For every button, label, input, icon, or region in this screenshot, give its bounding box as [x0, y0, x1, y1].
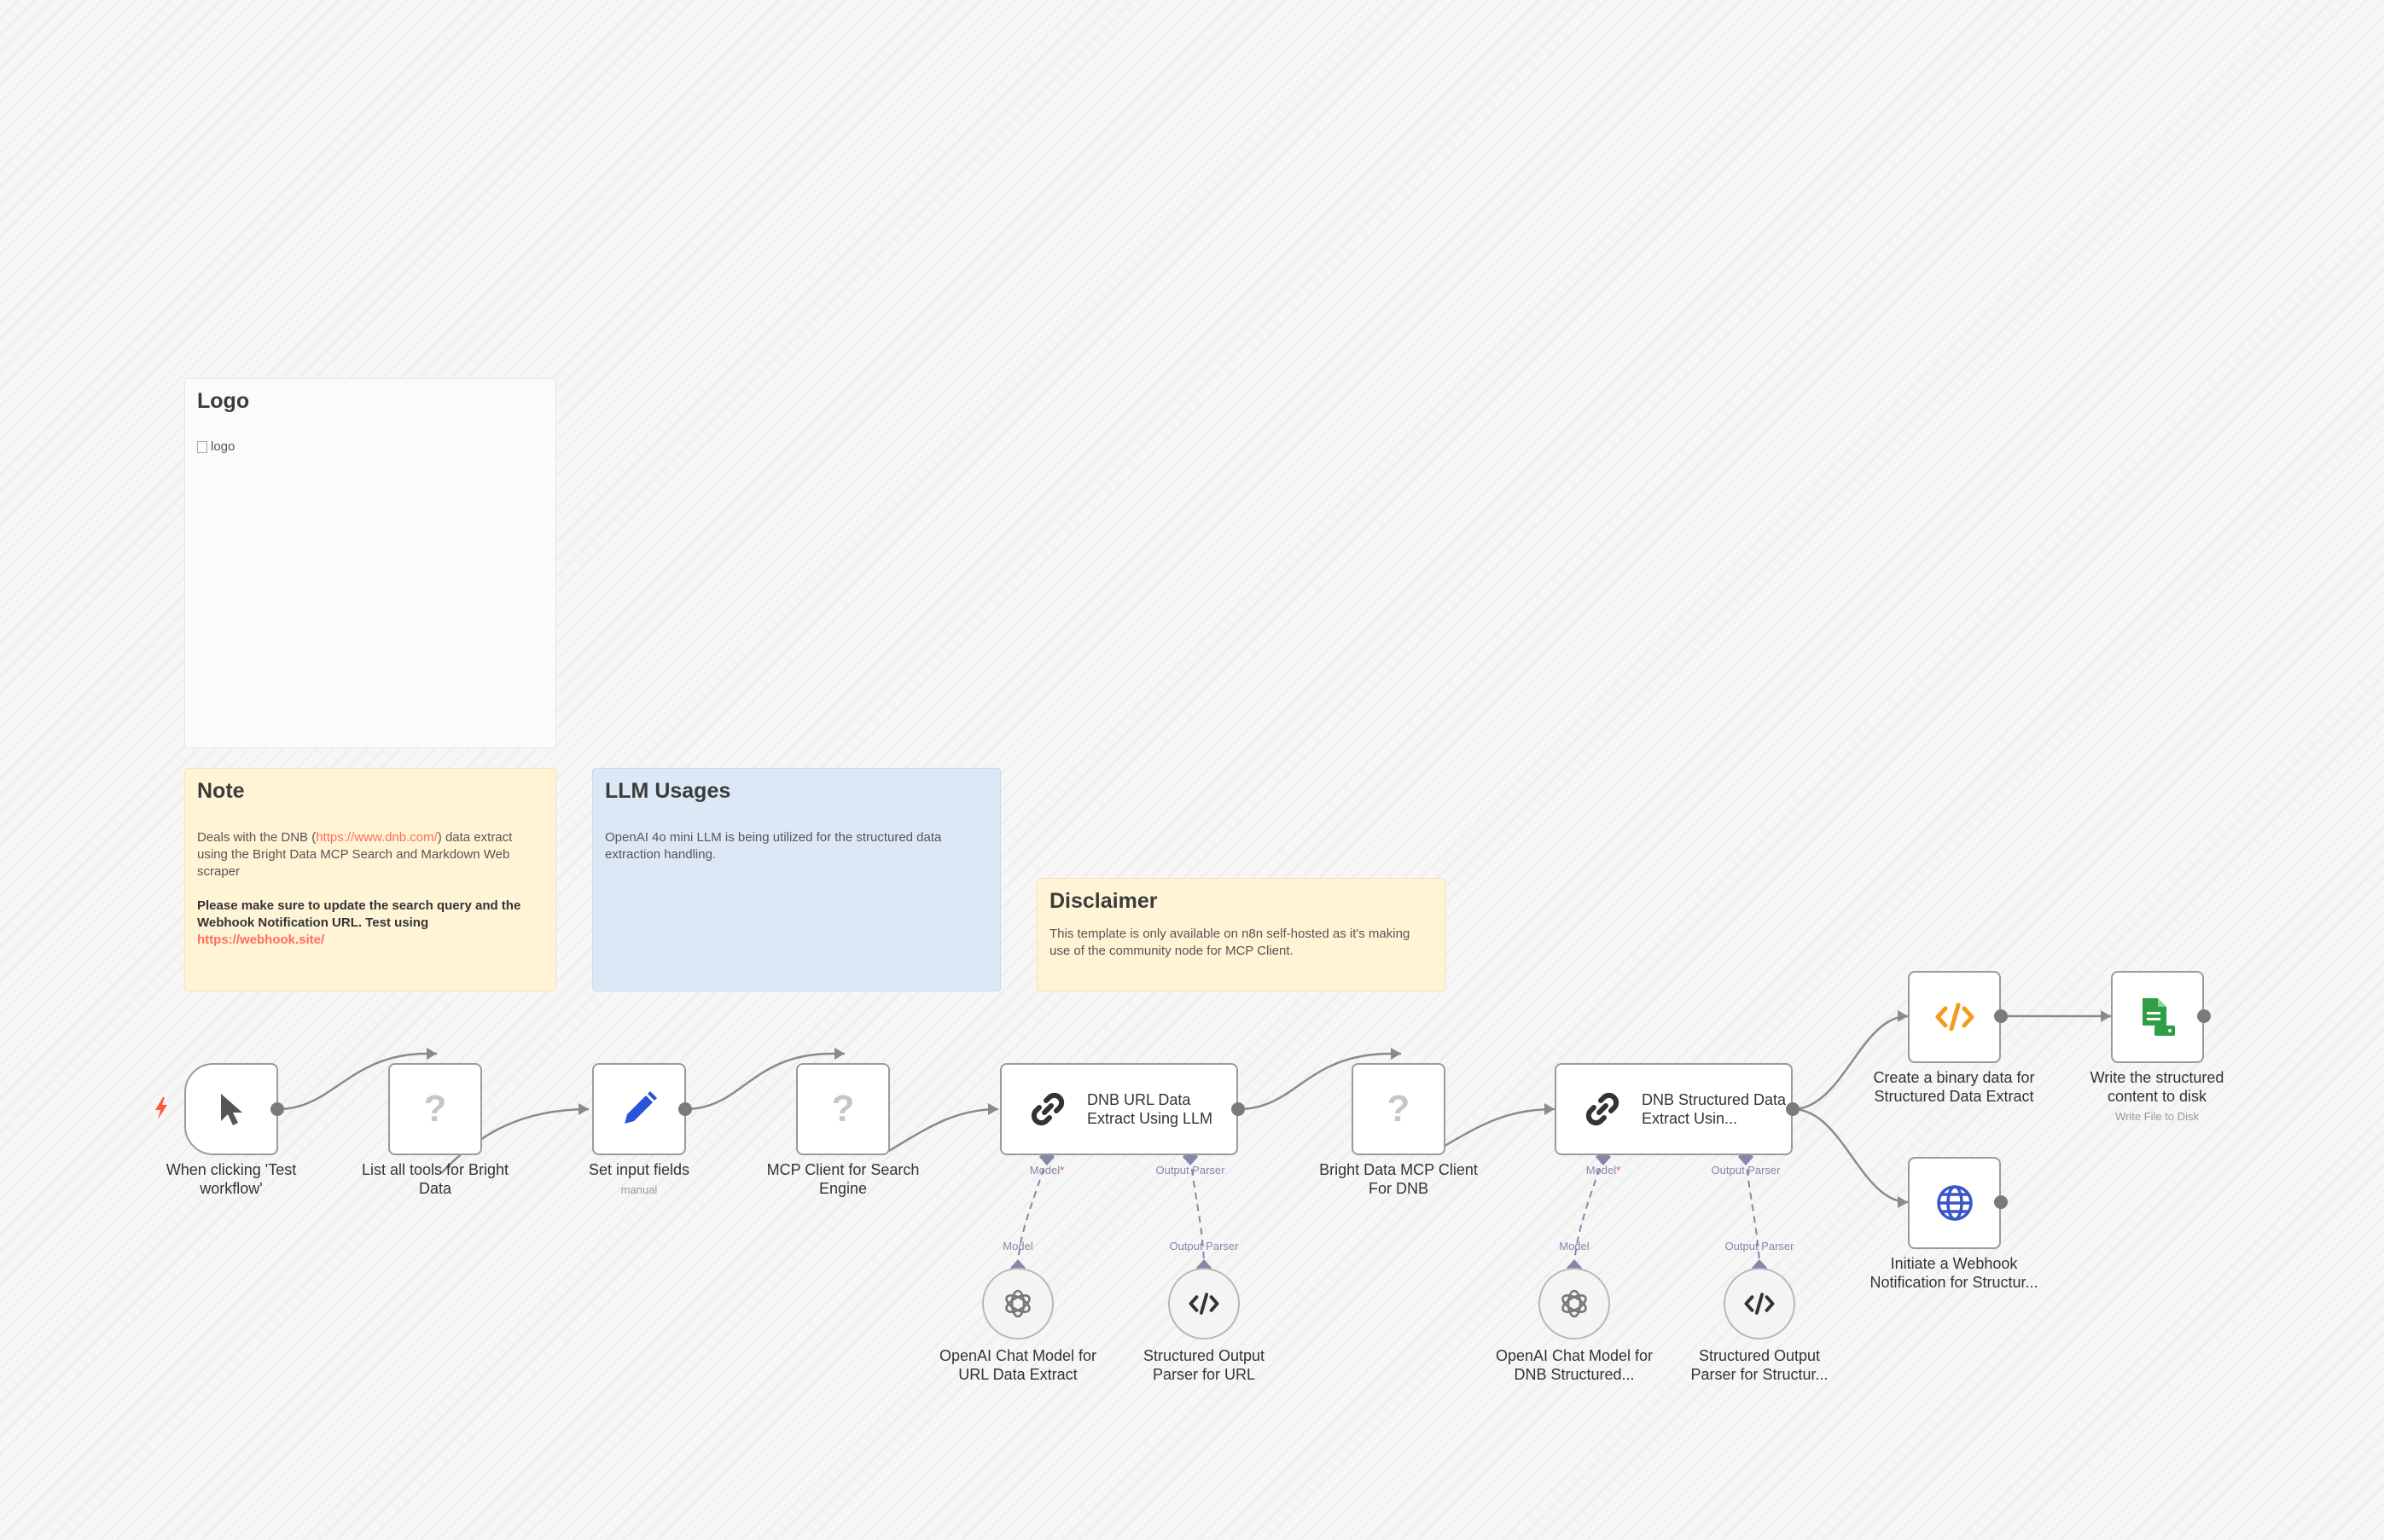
dnb-url-model-port-label: Model*	[996, 1164, 1098, 1177]
write-disk-output-port[interactable]	[2197, 1009, 2211, 1023]
openai-dnb-port-label: Model	[1559, 1240, 1590, 1252]
sticky-note-text: Deals with the DNB (https://www.dnb.com/…	[197, 829, 544, 880]
note-text-end: ) data extract using the Bright Data MCP…	[197, 830, 513, 879]
node-dnb-structured-extract[interactable]: DNB Structured Data Extract Usin...	[1555, 1063, 1793, 1155]
node-set-fields[interactable]	[592, 1063, 686, 1155]
code-icon	[1935, 1002, 1974, 1032]
node-set-fields-sublabel: manual	[620, 1183, 658, 1196]
edge-brightmcp-dnbstructured	[1441, 1107, 1555, 1149]
node-mcp-search-label: MCP Client for Search Engine	[766, 1161, 920, 1197]
node-webhook-label: Initiate a Webhook Notification for Stru…	[1869, 1255, 2038, 1291]
node-dnb-url-title: DNB URL Data Extract Using LLM	[1087, 1091, 1213, 1127]
node-bright-mcp[interactable]: ?	[1352, 1063, 1445, 1155]
node-set-fields-label: Set input fields	[588, 1161, 690, 1178]
node-openai-url[interactable]	[982, 1268, 1054, 1340]
code-icon	[1189, 1293, 1219, 1315]
node-mcp-search[interactable]: ?	[796, 1063, 890, 1155]
node-write-disk-label: Write the structured content to disk	[2090, 1069, 2224, 1105]
pointer-icon	[221, 1094, 242, 1125]
sticky-logo-title: Logo	[197, 389, 250, 413]
question-icon: ?	[423, 1088, 447, 1130]
link-icon	[1031, 1092, 1065, 1126]
port-required-mark: *	[1060, 1164, 1065, 1177]
broken-image-icon	[197, 440, 207, 453]
node-list-tools[interactable]: ?	[388, 1063, 482, 1155]
port-required-mark: *	[1616, 1164, 1621, 1177]
node-parser-url-label: Structured Output Parser for URL	[1143, 1347, 1265, 1383]
node-trigger-label: When clicking 'Test workflow'	[166, 1161, 297, 1197]
file-icon	[2142, 998, 2175, 1036]
binary-output-port[interactable]	[1994, 1009, 2008, 1023]
pencil-icon	[625, 1091, 657, 1124]
node-webhook[interactable]	[1908, 1157, 2001, 1249]
trigger-bolt-icon	[155, 1097, 167, 1119]
parser-dnb-port-label: Output Parser	[1724, 1240, 1794, 1252]
node-openai-dnb[interactable]	[1538, 1268, 1610, 1340]
logo-image: logo	[197, 439, 544, 454]
dnb-structured-model-port-label: Model*	[1552, 1164, 1654, 1177]
sticky-disclaimer[interactable]: Disclaimer This template is only availab…	[1037, 878, 1445, 991]
node-list-tools-label: List all tools for Bright Data	[361, 1161, 509, 1197]
dnb-link[interactable]: https://www.dnb.com/	[316, 830, 438, 845]
node-dnb-url-extract[interactable]: DNB URL Data Extract Using LLM	[1000, 1063, 1238, 1155]
question-icon: ?	[831, 1088, 855, 1130]
sticky-llm-text: OpenAI 4o mini LLM is being utilized for…	[605, 830, 942, 862]
webhook-site-link[interactable]: https://webhook.site/	[197, 933, 325, 947]
globe-icon	[1936, 1185, 1973, 1221]
edge-mcpsearch-dnburl	[887, 1107, 999, 1154]
node-openai-dnb-label: OpenAI Chat Model for DNB Structured...	[1495, 1347, 1654, 1383]
node-openai-url-label: OpenAI Chat Model for URL Data Extract	[939, 1347, 1097, 1383]
sticky-disclaimer-text: This template is only available on n8n s…	[1050, 927, 1410, 958]
trigger-output-port[interactable]	[270, 1102, 284, 1116]
node-parser-dnb[interactable]	[1724, 1268, 1795, 1340]
node-create-binary[interactable]	[1908, 971, 2001, 1063]
set-fields-output-port[interactable]	[678, 1102, 692, 1116]
dnb-url-parser-port-label: Output Parser	[1155, 1164, 1225, 1177]
sticky-note-warning: Please make sure to update the search qu…	[197, 898, 544, 949]
webhook-output-port[interactable]	[1994, 1195, 2008, 1209]
sticky-logo[interactable]: Logo logo	[184, 378, 556, 748]
dnb-url-output-port[interactable]	[1231, 1102, 1245, 1116]
dnb-structured-output-port[interactable]	[1786, 1102, 1800, 1116]
node-create-binary-label: Create a binary data for Structured Data…	[1873, 1069, 2035, 1105]
sticky-llm-title: LLM Usages	[605, 779, 731, 803]
code-icon	[1744, 1293, 1775, 1315]
dnb-structured-parser-port-label: Output Parser	[1711, 1164, 1781, 1177]
sticky-disclaimer-title: Disclaimer	[1050, 889, 1158, 913]
node-bright-mcp-label: Bright Data MCP Client For DNB	[1319, 1161, 1478, 1197]
node-write-disk[interactable]	[2111, 971, 2204, 1063]
note-warning-text: Please make sure to update the search qu…	[197, 898, 521, 930]
question-icon: ?	[1387, 1088, 1410, 1130]
node-write-disk-sublabel: Write File to Disk	[2115, 1110, 2199, 1123]
link-icon	[1585, 1092, 1619, 1126]
logo-alt-text: logo	[211, 439, 235, 454]
sticky-note-title: Note	[197, 779, 245, 803]
port-model-text: Model	[1029, 1164, 1061, 1177]
openai-icon	[1561, 1289, 1587, 1318]
note-text-start: Deals with the DNB (	[197, 830, 317, 845]
openai-url-port-label: Model	[1003, 1240, 1033, 1252]
port-model-text: Model	[1585, 1164, 1617, 1177]
node-dnb-structured-title: DNB Structured Data Extract Usin...	[1642, 1091, 1787, 1127]
node-parser-url[interactable]	[1168, 1268, 1240, 1340]
sticky-llm-usages[interactable]: LLM Usages OpenAI 4o mini LLM is being u…	[592, 768, 1001, 991]
sticky-note[interactable]: Note Deals with the DNB (https://www.dnb…	[184, 768, 556, 991]
node-trigger[interactable]	[184, 1063, 278, 1155]
openai-icon	[1005, 1289, 1031, 1318]
edge-dnbstructured-webhook	[1792, 1107, 1909, 1204]
node-parser-dnb-label: Structured Output Parser for Structur...	[1690, 1347, 1829, 1383]
parser-url-port-label: Output Parser	[1169, 1240, 1239, 1252]
